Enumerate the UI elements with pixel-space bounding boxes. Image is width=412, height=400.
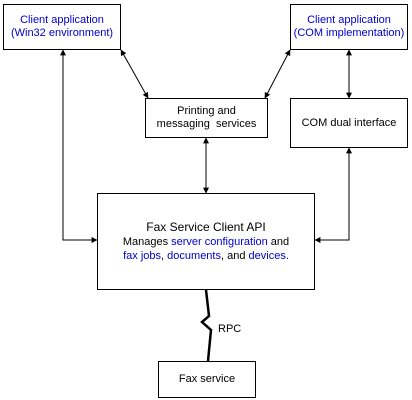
client-com-subtitle: (COM implementation) [293, 27, 405, 39]
api-end: . [285, 250, 289, 262]
client-com-title: Client application [307, 14, 391, 26]
fax-service-label: Fax service [178, 373, 236, 385]
win32-to-api-connector [60, 49, 98, 243]
fax-service-client-api-box: Fax Service Client API Manages server co… [97, 193, 315, 290]
api-sep-1: , [161, 250, 168, 262]
client-win32-subtitle: (Win32 environment) [10, 27, 114, 39]
devices-link[interactable]: devices [248, 250, 286, 262]
api-line-2: Manages server configuration and [123, 235, 289, 249]
api-title: Fax Service Client API [146, 220, 266, 234]
printing-messaging-services-box: Printing and messaging services [145, 98, 268, 138]
fax-jobs-link[interactable]: fax jobs [123, 250, 162, 262]
api-and-text: and [267, 236, 290, 248]
api-line-3: fax jobs, documents, and devices. [123, 249, 289, 263]
win32-to-printing-connector [120, 49, 149, 99]
printing-subtitle: messaging services [156, 118, 257, 130]
client-application-win32-box: Client application (Win32 environment) [3, 4, 121, 50]
com-client-to-printing-connector [264, 49, 291, 99]
fax-service-box: Fax service [158, 361, 256, 398]
server-configuration-link[interactable]: server configuration [171, 236, 268, 248]
api-manages-text: Manages [122, 236, 172, 248]
client-win32-title: Client application [20, 14, 104, 26]
com-dual-to-api-connector [314, 147, 352, 243]
client-application-com-box: Client application (COM implementation) [290, 4, 408, 50]
api-sep-2: , and [220, 250, 249, 262]
documents-link[interactable]: documents [167, 250, 221, 262]
com-dual-label: COM dual interface [301, 116, 397, 129]
printing-title: Printing and [177, 105, 236, 117]
rpc-lightning-icon [200, 289, 213, 362]
rpc-label: RPC [218, 323, 242, 335]
com-dual-interface-box: COM dual interface [290, 98, 408, 148]
